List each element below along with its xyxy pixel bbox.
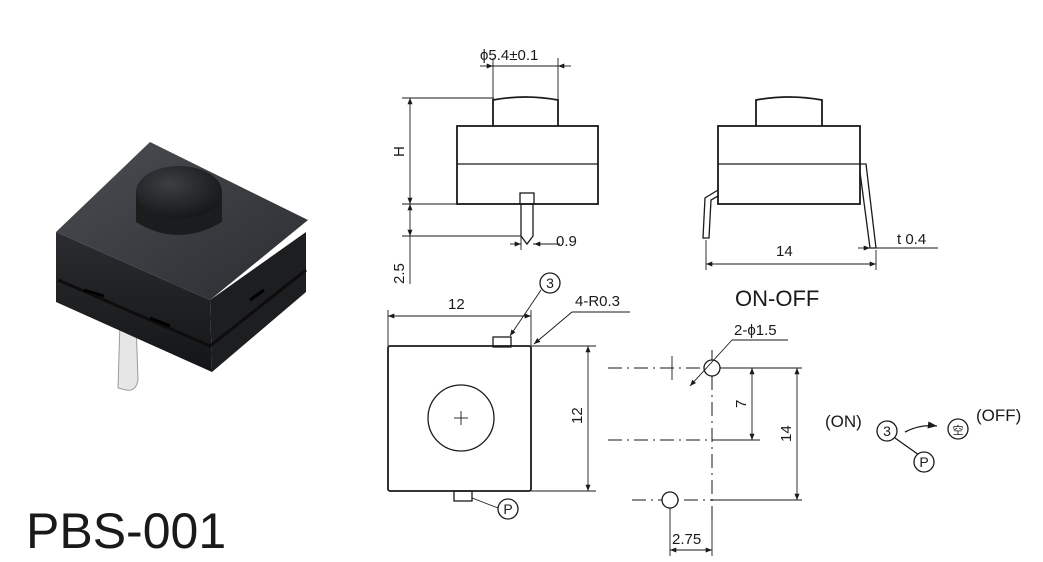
product-photo xyxy=(56,142,308,391)
dim-height: H xyxy=(391,146,408,157)
dim-top-width: 12 xyxy=(448,296,465,313)
switch-type-title: ON-OFF xyxy=(735,286,819,311)
dim-plunger-diameter: ϕ5.4±0.1 xyxy=(480,47,538,64)
dim-thickness: t 0.4 xyxy=(897,231,926,248)
on-label: (ON) xyxy=(825,412,862,431)
schematic-terminal-p: P xyxy=(919,454,928,470)
hole-pattern: ON-OFF 2-ϕ1.5 7 14 2.75 xyxy=(608,286,819,556)
front-view: ϕ5.4±0.1 H 2.5 0.9 xyxy=(391,47,599,284)
dim-width-14: 14 xyxy=(776,243,793,260)
dim-pin-width: 0.9 xyxy=(556,233,577,250)
top-view: 12 12 4-R0.3 3 P xyxy=(387,272,630,520)
dim-hole-offset: 2.75 xyxy=(672,531,701,548)
off-label: (OFF) xyxy=(976,406,1021,425)
side-view: 14 t 0.4 xyxy=(702,96,938,270)
model-number: PBS-001 xyxy=(26,503,226,559)
terminal-p-label: P xyxy=(503,501,512,517)
schematic-terminal-empty: 空 xyxy=(953,423,964,437)
dim-hole-diameter: 2-ϕ1.5 xyxy=(734,322,777,339)
dim-corner-radius: 4-R0.3 xyxy=(575,293,620,310)
switch-schematic: (ON) 3 P 空 (OFF) xyxy=(825,406,1021,473)
schematic-terminal-3: 3 xyxy=(883,423,891,439)
dim-pin-length: 2.5 xyxy=(391,263,408,284)
terminal-3-label: 3 xyxy=(546,275,554,291)
dim-hole-7: 7 xyxy=(733,400,750,408)
dim-hole-14: 14 xyxy=(778,425,795,442)
dim-top-height: 12 xyxy=(569,407,586,424)
